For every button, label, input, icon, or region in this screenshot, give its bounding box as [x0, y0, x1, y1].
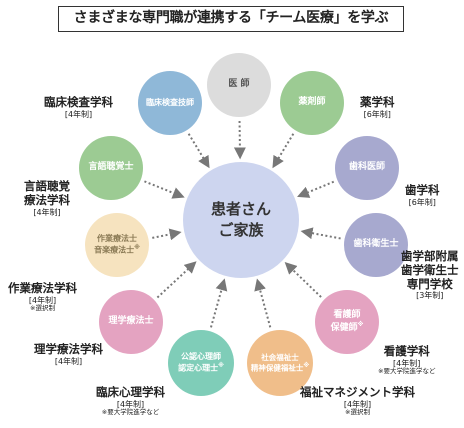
dept-occupational: 作業療法学科 [4年制] ※選択制: [8, 281, 77, 313]
dept-system: [6年制]: [363, 109, 391, 119]
node-label-line: 作業療法士: [97, 234, 137, 244]
node-footnote-mark: ※: [357, 321, 364, 328]
node-label-line: 認定心理士※: [178, 362, 224, 373]
dept-lab: 臨床検査学科 [4年制]: [44, 95, 113, 119]
arrow-lab-technician: [187, 133, 210, 169]
arrow-doctor: [233, 120, 246, 160]
dept-system: [4年制]: [343, 399, 372, 409]
arrow-speech-therapist: [144, 180, 185, 199]
node-label-line: 歯科医師: [348, 162, 385, 173]
arrow-psychologist: [210, 278, 228, 328]
node-label-line: 理学療法士: [108, 316, 154, 327]
dept-name: 看護学科: [383, 344, 430, 358]
dept-welfare: 福祉マネジメント学科 [4年制] ※選択制: [300, 385, 415, 417]
dept-system: [4年制]: [393, 358, 421, 368]
node-lab-technician: 臨床検査技師: [138, 71, 202, 135]
dept-name: 歯学科: [405, 183, 440, 197]
dept-speech: 言語聴覚 療法学科 [4年制]: [24, 179, 70, 217]
dept-system: [4年制]: [64, 109, 93, 119]
dept-pharmacy: 薬学科 [6年制]: [360, 95, 395, 119]
node-pharmacist: 薬剤師: [280, 71, 344, 135]
diagram-title: さまざまな専門職が連携する「チーム医療」を学ぶ: [58, 6, 404, 32]
node-label-line: 音楽療法士※: [94, 244, 140, 255]
dept-name: 理学療法学科: [34, 342, 103, 356]
dept-nursing: 看護学科 [4年制] ※要大学院進学など: [378, 344, 436, 376]
dept-name: 福祉マネジメント学科: [300, 385, 415, 399]
node-doctor: 医 師: [207, 53, 271, 117]
dept-physical: 理学療法学科 [4年制]: [34, 342, 103, 366]
dept-name-3: 専門学校: [406, 276, 453, 291]
center-line-1: 患者さん: [210, 200, 271, 218]
dept-system: [4年制]: [54, 356, 83, 366]
dept-name: 臨床心理学科: [96, 385, 165, 399]
dept-system: [3年制]: [416, 291, 444, 301]
node-label-line: 医 師: [228, 79, 250, 90]
dept-system: [4年制]: [28, 295, 57, 305]
dept-system: [4年制]: [116, 399, 145, 409]
dept-dental-school: 歯学部附属 歯学衛生士 専門学校 [3年制]: [401, 249, 459, 301]
dept-dentistry: 歯学科 [6年制]: [405, 183, 440, 207]
node-label-line: 臨床検査技師: [146, 98, 194, 107]
arrow-social-worker: [254, 278, 272, 328]
node-label-line: 言語聴覚士: [88, 162, 134, 173]
node-label-line: 保健師※: [330, 321, 364, 333]
node-label-line: 社会福祉士: [261, 352, 299, 362]
dept-note: ※要大学院進学など: [101, 408, 160, 417]
node-nurse: 看護師保健師※: [315, 290, 379, 354]
node-physical-therapist: 理学療法士: [99, 290, 163, 354]
dept-name: 臨床検査学科: [44, 95, 113, 109]
dept-psychology: 臨床心理学科 [4年制] ※要大学院進学など: [96, 385, 165, 417]
node-footnote-mark: ※: [134, 244, 140, 252]
node-psychologist: 公認心理師認定心理士※: [168, 330, 234, 396]
node-label-line: 公認心理師: [181, 352, 221, 362]
dept-name: 歯学部附属: [401, 249, 459, 263]
node-dental-hygienist: 歯科衛生士: [344, 213, 408, 277]
node-label-line: 看護師: [333, 309, 361, 320]
dept-name-2: 歯学衛生士: [401, 262, 459, 277]
dept-system: [6年制]: [408, 197, 436, 207]
node-social-worker: 社会福祉士精神保健福祉士※: [247, 330, 313, 396]
node-occupational-therapist: 作業療法士音楽療法士※: [85, 213, 149, 277]
dept-name: 言語聴覚: [24, 179, 70, 193]
arrow-occupational-therapist: [152, 228, 182, 241]
arrow-dentist: [297, 180, 335, 198]
node-dentist: 歯科医師: [335, 136, 399, 200]
node-footnote-mark: ※: [218, 362, 224, 370]
node-label-line: 薬剤師: [298, 97, 326, 108]
patient-family-circle: 患者さん ご家族: [183, 162, 299, 278]
dept-note: ※選択制: [30, 304, 55, 313]
dept-name: 薬学科: [360, 95, 395, 109]
dept-note: ※要大学院進学など: [378, 367, 436, 376]
arrow-pharmacist: [272, 133, 295, 169]
center-line-2: ご家族: [218, 221, 264, 239]
arrow-nurse: [284, 262, 322, 298]
dept-system: [4年制]: [33, 207, 61, 217]
arrow-physical-therapist: [156, 261, 197, 299]
node-footnote-mark: ※: [303, 362, 310, 370]
node-speech-therapist: 言語聴覚士: [79, 136, 143, 200]
arrow-dental-hygienist: [300, 227, 341, 240]
dept-name-2: 療法学科: [24, 192, 70, 207]
dept-note: ※選択制: [345, 408, 370, 417]
node-label-line: 歯科衛生士: [353, 239, 399, 250]
node-label-line: 精神保健福祉士※: [250, 362, 310, 373]
dept-name: 作業療法学科: [8, 281, 77, 295]
